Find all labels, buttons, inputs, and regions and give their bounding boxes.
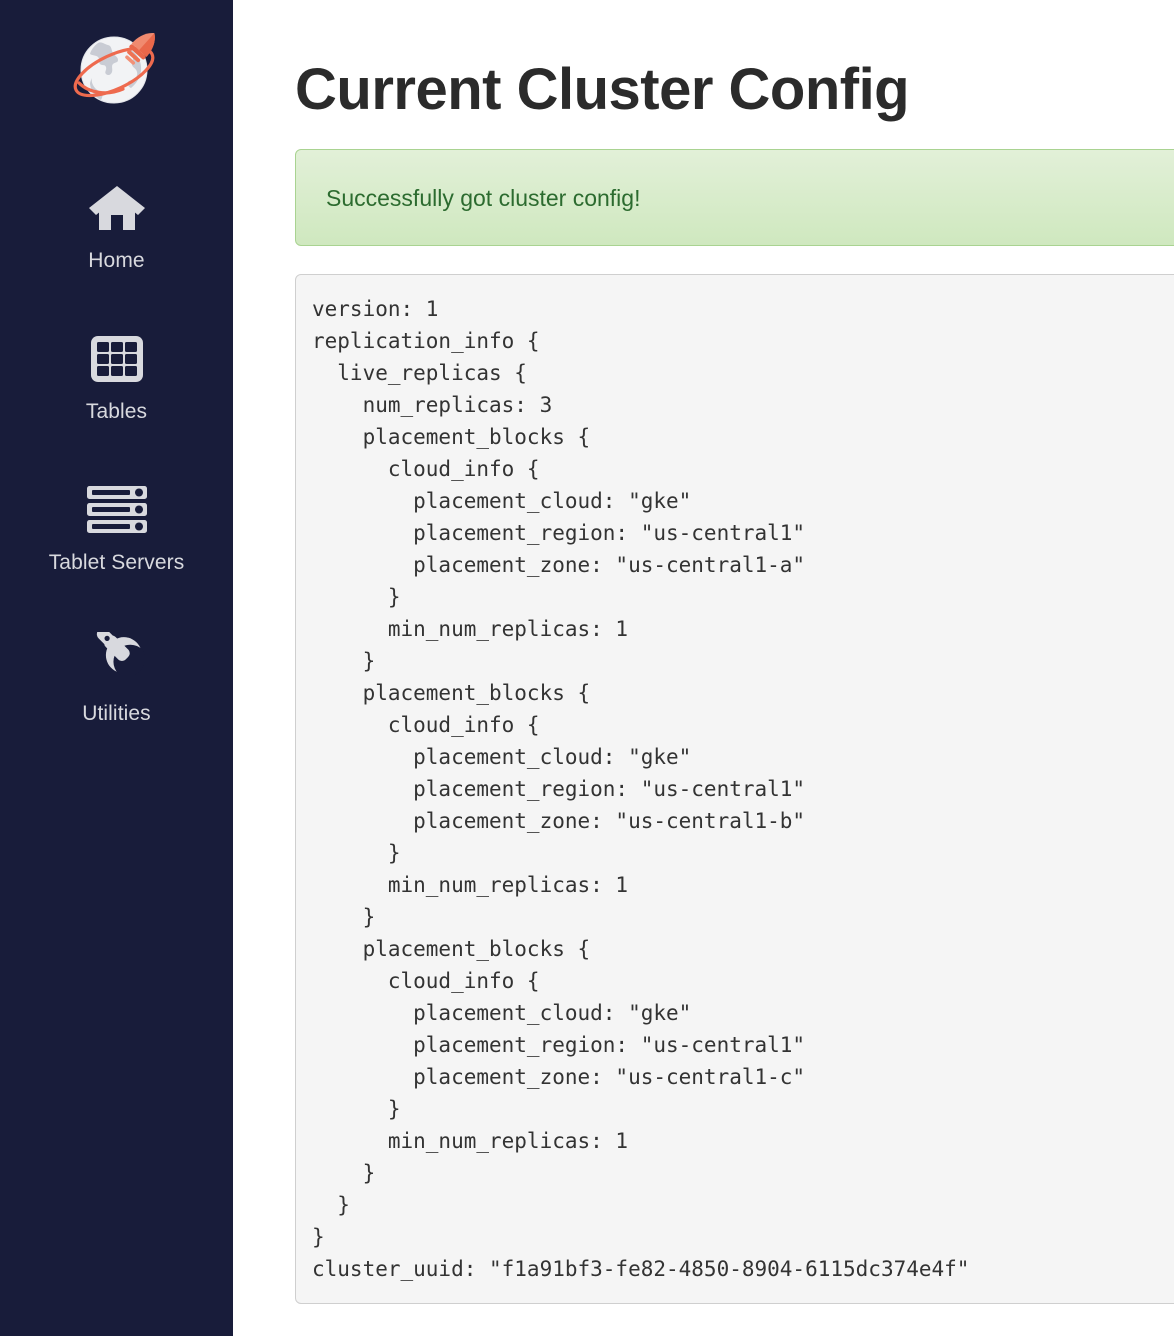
sidebar-nav: Home [0,178,233,782]
cluster-config-panel: version: 1 replication_info { live_repli… [295,274,1174,1304]
home-icon [87,178,147,238]
sidebar: Home [0,0,233,1336]
page-title: Current Cluster Config [295,57,910,122]
sidebar-item-tablet-servers[interactable]: Tablet Servers [0,480,233,575]
sidebar-item-label: Utilities [82,702,151,725]
cluster-config-text[interactable]: version: 1 replication_info { live_repli… [312,297,970,1281]
success-alert-message: Successfully got cluster config! [326,184,641,211]
sidebar-item-utilities[interactable]: Utilities [0,631,233,726]
sidebar-item-label: Tablet Servers [48,551,185,574]
sidebar-item-home[interactable]: Home [0,178,233,273]
wrench-icon [86,631,148,691]
server-rack-icon [83,480,151,540]
yugabytedb-logo[interactable] [62,22,172,118]
main-content: Current Cluster Config Successfully got … [233,0,1174,1336]
tables-grid-icon [89,329,145,389]
rocket-globe-icon [73,33,155,104]
sidebar-item-tables[interactable]: Tables [0,329,233,424]
sidebar-item-label: Tables [85,400,148,423]
success-alert: Successfully got cluster config! [295,149,1174,246]
sidebar-item-label: Home [88,249,145,272]
